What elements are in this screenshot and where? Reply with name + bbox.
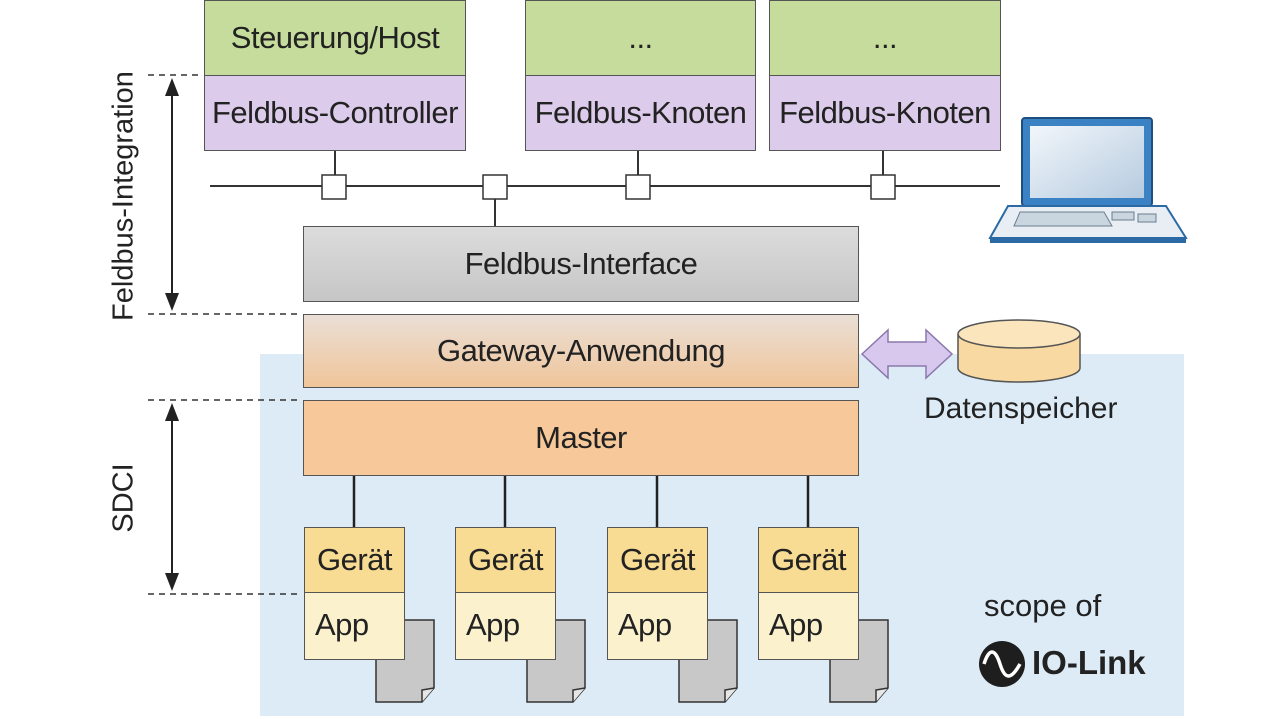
device-app-label: App (315, 607, 369, 642)
device-box: Gerät (607, 527, 708, 593)
bus-tap (870, 174, 896, 200)
node1-title-box: ... (525, 0, 756, 76)
double-arrow-icon (860, 328, 954, 380)
device-box: Gerät (758, 527, 859, 593)
node1-knoten-box: Feldbus-Knoten (525, 75, 756, 151)
scope-of-label: scope of (984, 588, 1102, 623)
sdci-span-arrow (165, 403, 179, 591)
bus-tap (482, 174, 508, 200)
master-box: Master (303, 400, 859, 476)
io-link-brand-label: IO-Link (1032, 644, 1146, 681)
bus-tap (625, 174, 651, 200)
device-app-box: App (758, 592, 859, 660)
device-box: Gerät (304, 527, 405, 593)
gateway-application-box: Gateway-Anwendung (303, 314, 859, 388)
storage-label: Datenspeicher (924, 392, 1118, 425)
device-app-label: App (618, 607, 672, 642)
laptop-icon (988, 117, 1188, 243)
database-icon (957, 319, 1081, 383)
host-controller-box: Feldbus-Controller (204, 75, 466, 151)
feldbus-integration-span-arrow (165, 78, 179, 311)
device-app-box: App (304, 592, 405, 660)
io-link-logo-icon (979, 641, 1025, 687)
node2-title-box: ... (769, 0, 1001, 76)
feldbus-integration-label: Feldbus-Integration (107, 71, 140, 321)
bus-tap (321, 174, 347, 200)
device-app-box: App (607, 592, 708, 660)
node2-knoten-box: Feldbus-Knoten (769, 75, 1001, 151)
device-box: Gerät (455, 527, 556, 593)
device-app-box: App (455, 592, 556, 660)
host-title-box: Steuerung/Host (204, 0, 466, 76)
device-app-label: App (769, 607, 823, 642)
device-app-label: App (466, 607, 520, 642)
sdci-label: SDCI (107, 463, 140, 533)
fieldbus-interface-box: Feldbus-Interface (303, 226, 859, 302)
